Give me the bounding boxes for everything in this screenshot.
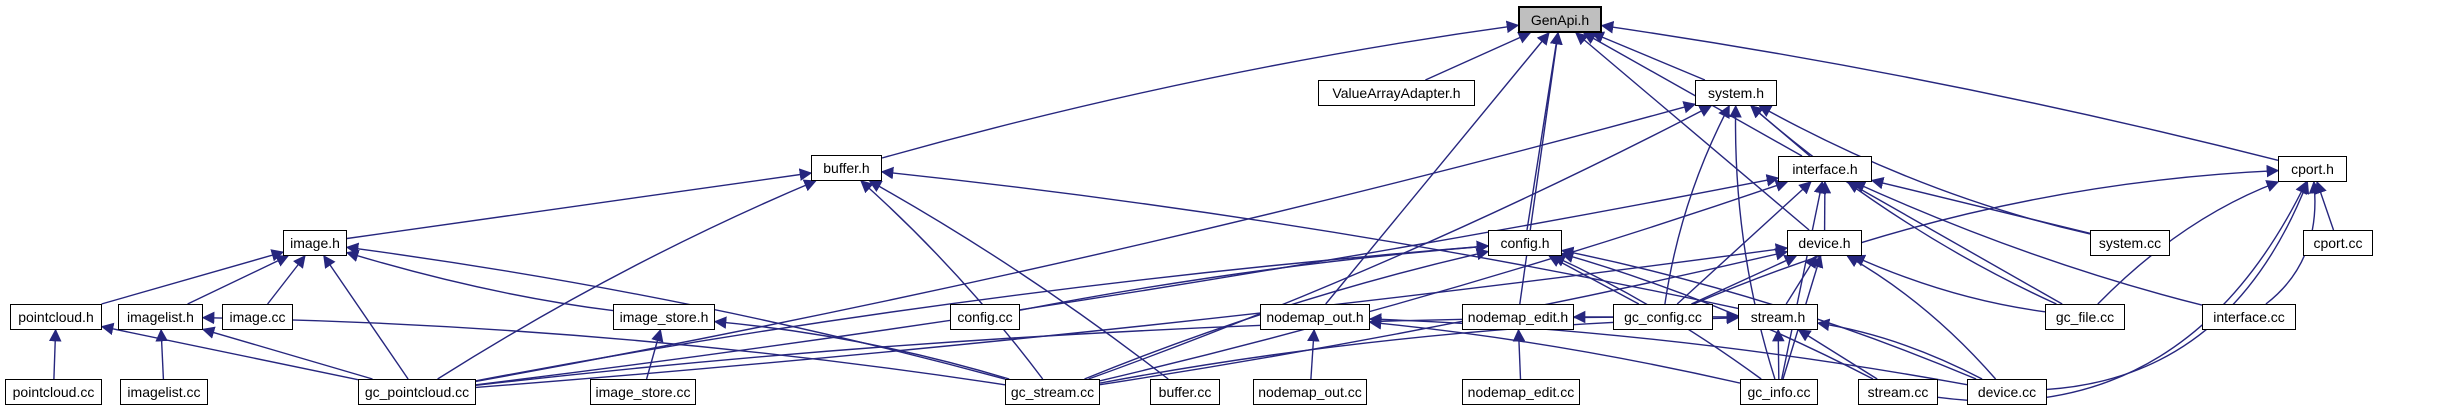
edge-image-cc-to-image-h [267,255,306,305]
node-system-h[interactable]: system.h [1695,80,1777,106]
edge-stream-h-to-buffer-h [880,166,1739,310]
node-gc-config-cc[interactable]: gc_config.cc [1613,304,1713,330]
node-gc-stream-cc[interactable]: gc_stream.cc [1005,379,1100,405]
node-valuearrayadapter-h[interactable]: ValueArrayAdapter.h [1318,80,1475,106]
edge-device-h-to-genapi-h [1575,32,1810,231]
node-image-store-cc[interactable]: image_store.cc [590,379,696,405]
edge-gc-info-cc-to-nodemap-out-h [1368,317,1741,384]
edge-gc-pointcloud-cc-to-interface-h [475,174,1780,386]
node-stream-h[interactable]: stream.h [1738,304,1818,330]
node-buffer-cc[interactable]: buffer.cc [1150,379,1220,405]
edge-gc-file-cc-to-cport-h [2097,180,2280,305]
edge-gc-info-cc-to-system-h [1729,104,1776,380]
node-device-h[interactable]: device.h [1787,230,1862,256]
edge-gc-pointcloud-cc-to-config-h [475,240,1490,382]
node-system-cc[interactable]: system.cc [2090,230,2170,256]
edge-interface-h-to-genapi-h [1582,32,1803,157]
edge-device-cc-to-stream-h [1816,318,1983,380]
edge-device-cc-to-nodemap-out-h [1368,313,1968,386]
node-gc-info-cc[interactable]: gc_info.cc [1740,379,1818,405]
edge-gc-config-cc-to-cport-h [1693,164,2280,305]
node-stream-cc[interactable]: stream.cc [1858,379,1938,405]
edge-system-cc-to-interface-h [1870,176,2091,234]
edge-gc-file-cc-to-system-h [1750,105,2057,305]
node-nodemap-edit-cc[interactable]: nodemap_edit.cc [1462,379,1580,405]
edge-gc-pointcloud-cc-to-imagelist-h [201,326,373,380]
edge-cport-cc-to-cport-h [2314,180,2335,231]
edge-stream-cc-to-config-h [1560,250,1874,380]
node-interface-cc[interactable]: interface.cc [2202,304,2296,330]
edge-stream-cc-to-stream-h [1797,329,1878,380]
edge-gc-file-cc-to-interface-h [1846,181,2063,305]
node-gc-file-cc[interactable]: gc_file.cc [2045,304,2125,330]
edge-nodemap-edit-cc-to-nodemap-edit-h [1512,328,1526,380]
node-imagelist-cc[interactable]: imagelist.cc [120,379,208,405]
node-nodemap-out-cc[interactable]: nodemap_out.cc [1253,379,1367,405]
edge-gc-stream-cc-to-image-h [345,242,1006,380]
edge-nodemap-out-h-to-genapi-h [1325,32,1550,305]
edge-nodemap-edit-h-to-genapi-h [1519,31,1563,305]
node-pointcloud-h[interactable]: pointcloud.h [10,304,102,330]
node-nodemap-edit-h[interactable]: nodemap_edit.h [1462,304,1574,330]
edge-image-h-to-buffer-h [346,168,813,240]
edge-pointcloud-cc-to-pointcloud-h [48,328,62,380]
node-config-h[interactable]: config.h [1488,230,1562,256]
edge-gc-config-cc-to-device-h [1691,255,1798,305]
edge-device-cc-to-device-h [1846,255,1997,380]
edge-stream-cc-to-cport-h [1937,180,2307,402]
edge-buffer-cc-to-buffer-h [868,180,1169,380]
node-image-store-h[interactable]: image_store.h [613,304,715,330]
node-cport-cc[interactable]: cport.cc [2303,230,2373,256]
edge-valuearrayadapter-h-to-genapi-h [1425,31,1532,81]
edge-gc-file-cc-to-device-h [1852,254,2046,313]
edge-stream-h-to-device-h [1785,254,1817,305]
edge-system-h-to-genapi-h [1591,31,1706,81]
edge-gc-stream-cc-to-device-h [1099,248,1789,386]
edge-image-store-h-to-image-h [345,249,614,312]
node-interface-h[interactable]: interface.h [1778,156,1872,182]
node-config-cc[interactable]: config.cc [950,304,1020,330]
node-cport-h[interactable]: cport.h [2278,156,2347,182]
edge-pointcloud-h-to-image-h [101,249,285,305]
edge-gc-pointcloud-cc-to-device-h [475,243,1789,389]
node-genapi-h: GenApi.h [1518,6,1602,33]
node-image-cc[interactable]: image.cc [222,304,293,330]
edge-imagelist-cc-to-imagelist-h [155,328,168,380]
edge-gc-config-cc-to-interface-h [1676,181,1812,305]
edge-interface-cc-to-interface-h [1852,180,2203,306]
node-device-cc[interactable]: device.cc [1967,379,2047,405]
edge-gc-pointcloud-cc-to-image-h [323,254,409,380]
edge-gc-stream-cc-to-image-store-h [713,316,1010,380]
edge-gc-info-cc-to-interface-h [1781,180,1827,380]
edge-gc-pointcloud-cc-to-pointcloud-h [100,322,359,381]
edge-gc-pointcloud-cc-to-buffer-h [437,179,817,380]
node-nodemap-out-h[interactable]: nodemap_out.h [1260,304,1370,330]
node-image-h[interactable]: image.h [283,230,347,256]
edge-gc-info-cc-to-stream-h [1772,328,1785,380]
node-buffer-h[interactable]: buffer.h [811,155,882,181]
edge-cport-h-to-genapi-h [1600,20,2279,161]
node-gc-pointcloud-cc[interactable]: gc_pointcloud.cc [358,379,476,405]
edge-buffer-h-to-genapi-h [881,20,1520,159]
edge-nodemap-out-cc-to-nodemap-out-h [1307,328,1320,380]
edge-image-store-cc-to-image-store-h [645,328,664,380]
edge-gc-stream-cc-to-interface-h [1099,179,1789,382]
edge-gc-stream-cc-to-imagelist-h [201,311,1006,386]
node-pointcloud-cc[interactable]: pointcloud.cc [5,379,102,405]
edge-device-cc-to-cport-h [2046,180,2310,391]
node-imagelist-h[interactable]: imagelist.h [118,304,203,330]
edge-gc-stream-cc-to-system-h [1088,105,1713,380]
edge-gc-stream-cc-to-buffer-h [860,180,1044,380]
